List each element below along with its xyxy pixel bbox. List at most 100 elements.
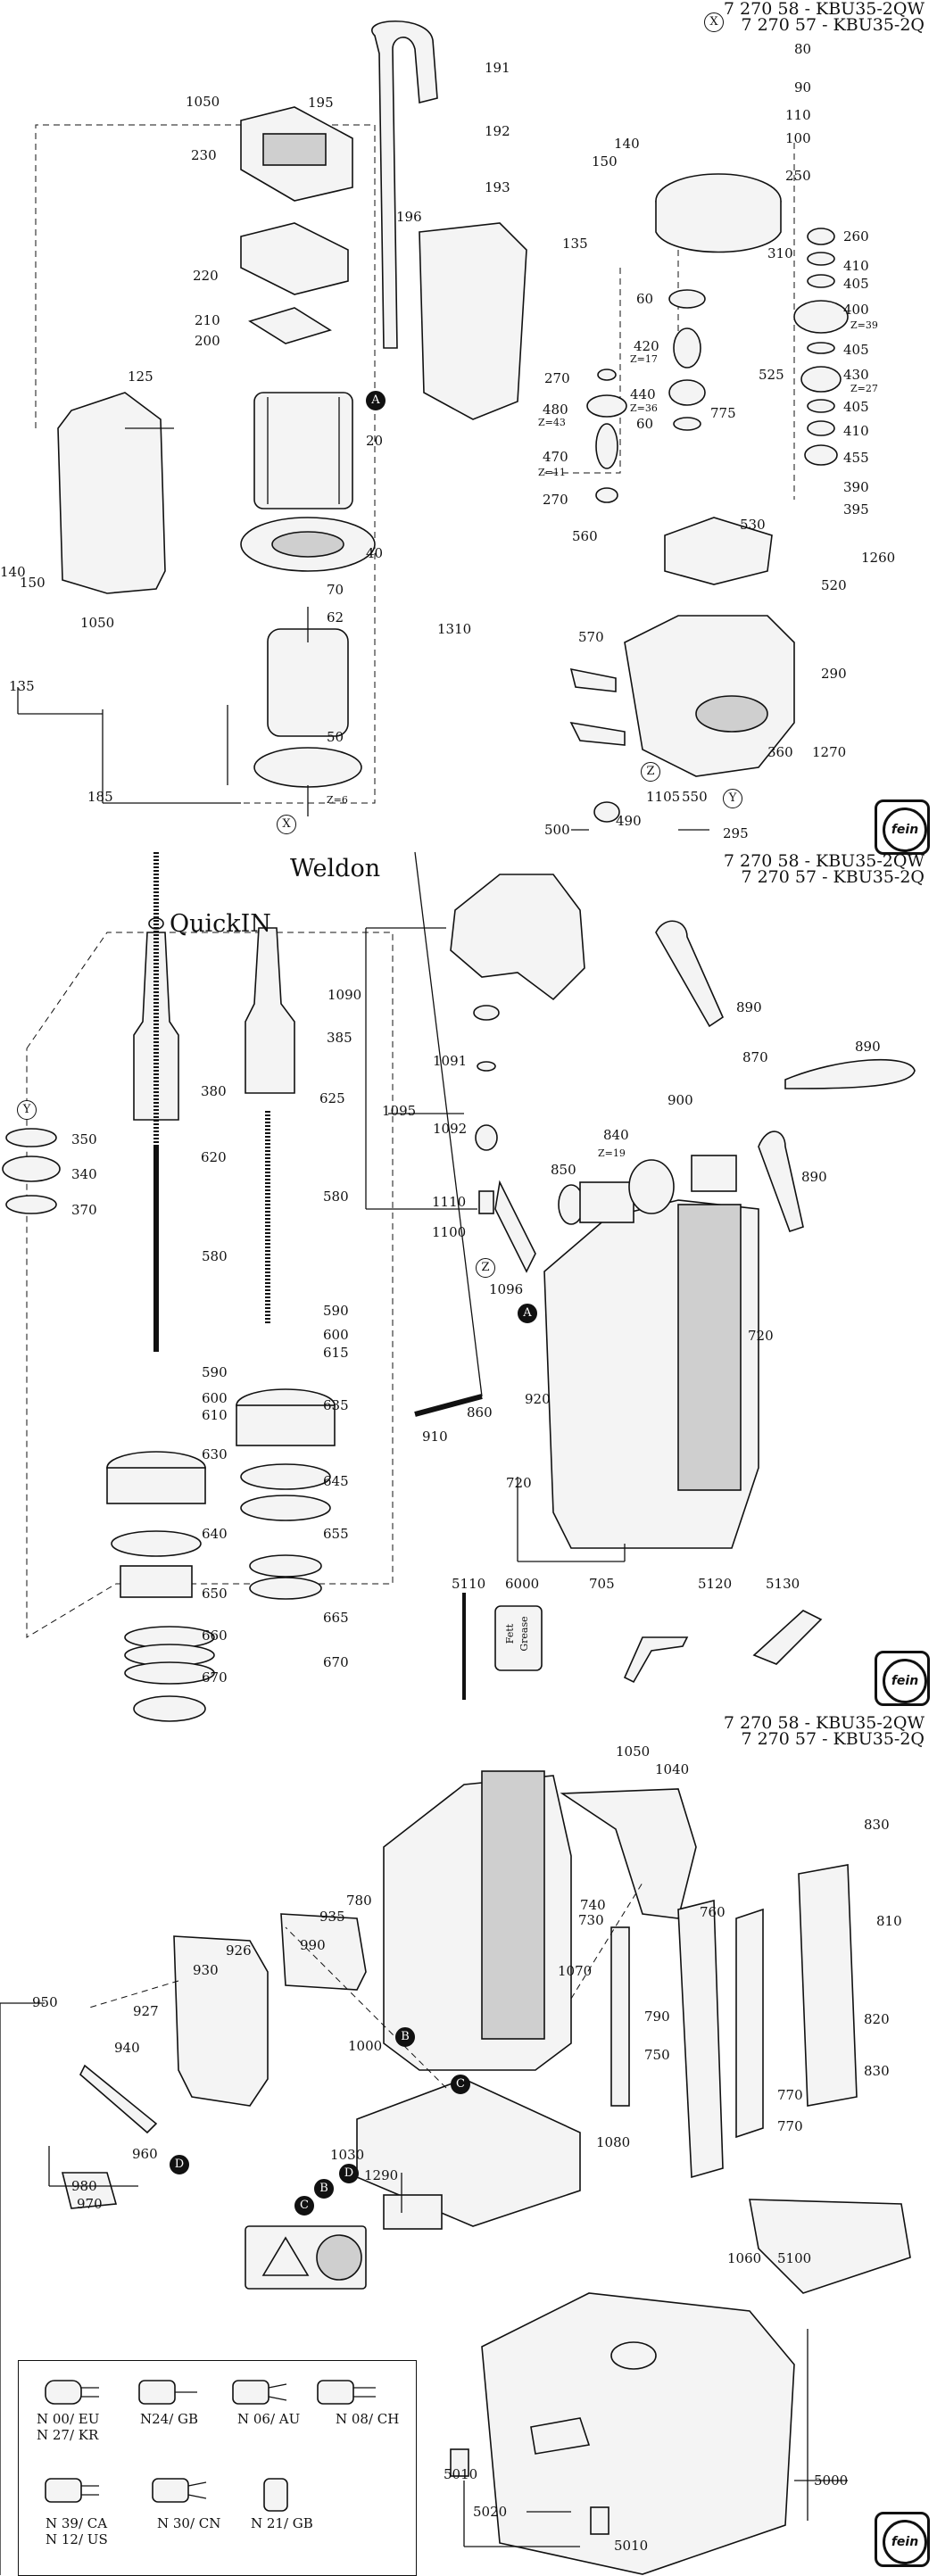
part-label: 260 [843, 228, 869, 244]
part-label: 570 [578, 629, 604, 645]
part-label: 5110 [452, 1576, 486, 1592]
part-label: Z=6 [327, 794, 348, 806]
part-label: 910 [422, 1429, 448, 1445]
exploded-view-sheet-2: 7 270 58 - KBU35-2QW 7 270 57 - KBU35-2Q [0, 851, 937, 1722]
part-label: 927 [133, 2003, 159, 2019]
part-label: 1310 [437, 621, 472, 637]
sheet-1-drawing [17, 20, 849, 831]
fein-logo: fein [875, 2512, 930, 2567]
part-label: Z=11 [538, 467, 566, 478]
reference-marker: B [395, 2027, 415, 2047]
part-label: 135 [562, 236, 588, 252]
part-label: 395 [843, 501, 869, 518]
part-label: 400 [843, 302, 869, 318]
part-label: 1095 [382, 1103, 417, 1119]
reference-marker: D [339, 2164, 359, 2183]
part-label: 150 [592, 153, 618, 170]
part-label: 1100 [432, 1224, 467, 1240]
weldon-arbor-title: Weldon [290, 855, 381, 882]
part-label: 390 [843, 479, 869, 495]
part-label: 670 [202, 1669, 228, 1686]
part-label: 350 [71, 1131, 97, 1147]
mains-plug-icons [45, 2380, 376, 2512]
part-label: 775 [710, 405, 736, 421]
part-label: 670 [323, 1654, 349, 1670]
part-label: 5100 [777, 2250, 812, 2266]
part-label: 385 [327, 1030, 352, 1046]
model-number-line-1: 7 270 58 - KBU35-2QW [723, 0, 925, 19]
part-label: 220 [193, 268, 219, 284]
model-number-line-2: 7 270 57 - KBU35-2Q [741, 15, 925, 35]
part-label: 920 [525, 1391, 551, 1407]
part-label: 200 [195, 333, 220, 349]
part-label: 90 [794, 79, 812, 95]
part-label: 250 [785, 168, 811, 184]
part-label: 660 [202, 1628, 228, 1644]
part-label: 980 [71, 2178, 97, 2194]
part-label: 950 [32, 1994, 58, 2010]
part-label: 820 [864, 2011, 890, 2027]
part-label: 455 [843, 450, 869, 466]
model-number-line-2: 7 270 57 - KBU35-2Q [741, 867, 925, 887]
part-label: 140 [0, 564, 26, 580]
part-label: 210 [195, 312, 220, 328]
part-label: 560 [572, 528, 598, 544]
part-label: Z=39 [850, 319, 878, 331]
part-label: Z=43 [538, 417, 566, 428]
part-label: 860 [467, 1404, 493, 1421]
reference-marker: Y [17, 1100, 37, 1120]
part-label: 830 [864, 1817, 890, 1833]
part-label: 380 [201, 1083, 227, 1099]
part-label: 740 [580, 1897, 606, 1913]
part-label: 970 [77, 2196, 103, 2212]
part-label: 60 [636, 416, 654, 432]
part-label: 295 [723, 825, 749, 841]
part-label: 370 [71, 1202, 97, 1218]
part-label: 930 [193, 1962, 219, 1978]
model-number-line-1: 7 270 58 - KBU35-2QW [723, 851, 925, 871]
part-label: 705 [589, 1576, 615, 1592]
part-label: 850 [551, 1162, 576, 1178]
reference-marker: C [451, 2075, 470, 2094]
part-label: 5120 [698, 1576, 733, 1592]
part-label: 1290 [364, 2167, 399, 2183]
part-label: 185 [87, 789, 113, 805]
model-number-line-2: 7 270 57 - KBU35-2Q [741, 1729, 925, 1749]
part-label: 720 [506, 1475, 532, 1491]
part-label: 6000 [505, 1576, 540, 1592]
part-label: Z=36 [630, 402, 658, 414]
part-label: 195 [308, 95, 334, 111]
part-label: 1030 [330, 2147, 365, 2163]
part-label: 192 [485, 123, 510, 139]
part-label: 1080 [596, 2134, 631, 2150]
part-label: 140 [614, 136, 640, 152]
plug-code: N24/ GB [140, 2411, 199, 2427]
part-label: 20 [366, 433, 384, 449]
plug-code: N 27/ KR [37, 2427, 99, 2443]
part-label: 655 [323, 1526, 349, 1542]
part-label: 780 [346, 1893, 372, 1909]
part-label: 40 [366, 545, 384, 561]
part-label: 430 [843, 367, 869, 383]
part-label: 610 [202, 1407, 228, 1423]
reference-marker: B [314, 2179, 334, 2199]
part-label: 720 [748, 1328, 774, 1344]
part-label: 1110 [432, 1194, 467, 1210]
part-label: 135 [9, 678, 35, 694]
reference-marker: Z [641, 762, 660, 782]
part-label: 196 [396, 209, 422, 225]
part-label: 1050 [80, 615, 115, 631]
part-label: 480 [543, 402, 568, 418]
part-label: 360 [767, 744, 793, 760]
fein-logo: fein [875, 799, 930, 855]
reference-marker: X [277, 815, 296, 834]
part-label: 270 [544, 370, 570, 386]
part-label: 1050 [616, 1744, 651, 1760]
part-label: 960 [132, 2146, 158, 2162]
exploded-view-sheet-1: 7 270 58 - KBU35-2QW 7 270 57 - KBU35-2Q [0, 0, 937, 861]
part-label: 665 [323, 1610, 349, 1626]
reference-marker: X [704, 12, 724, 32]
reference-marker: A [366, 391, 386, 410]
part-label: 790 [644, 2009, 670, 2025]
part-label: 230 [191, 147, 217, 163]
